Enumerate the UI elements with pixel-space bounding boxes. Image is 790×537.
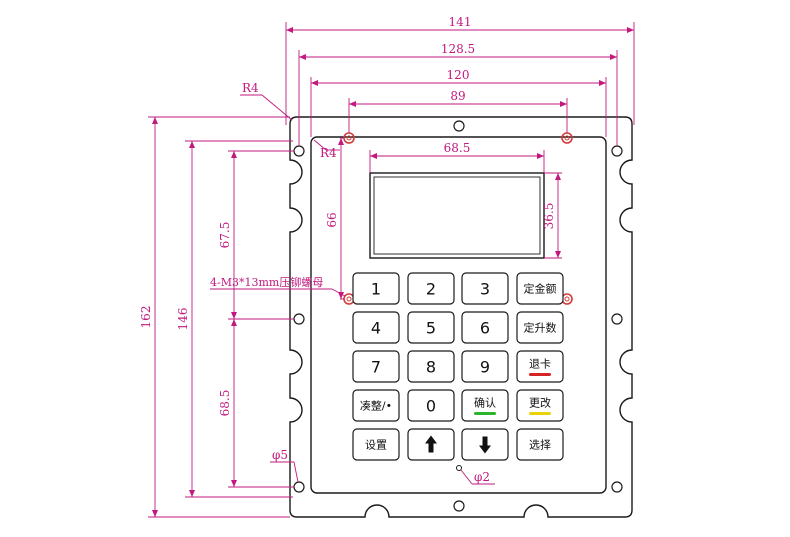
outer-plate-outline — [289, 116, 633, 518]
display-window-outer — [369, 172, 545, 259]
key-r3-c3[interactable]: 9 — [461, 350, 509, 383]
dim-inner-width: 120 — [447, 68, 470, 82]
key-body — [516, 428, 564, 461]
key-label: 定金额 — [524, 282, 557, 296]
key-body — [461, 389, 509, 422]
key-body — [407, 311, 455, 344]
key-body — [461, 350, 509, 383]
stud-marker-top-left — [343, 132, 355, 144]
dim-hole-spacing: 128.5 — [441, 42, 475, 56]
dim-display-width: 68.5 — [444, 141, 471, 155]
small-hole — [456, 465, 462, 471]
key-r3-c4[interactable]: 退卡 — [516, 350, 564, 383]
key-body — [516, 311, 564, 344]
dim-stud-spacing: 89 — [450, 89, 465, 103]
key-label: 7 — [371, 358, 381, 377]
key-body — [352, 428, 400, 461]
key-r5-c3[interactable] — [461, 428, 509, 461]
key-label: 4 — [371, 319, 381, 338]
key-r2-c3[interactable]: 6 — [461, 311, 509, 344]
mounting-hole-mid-right — [611, 313, 623, 325]
key-r4-c2[interactable]: 0 — [407, 389, 455, 422]
dimension-lines — [148, 22, 635, 518]
key-label: 确认 — [474, 397, 496, 410]
key-body — [461, 311, 509, 344]
dim-overall-width: 141 — [449, 15, 472, 29]
key-body — [407, 272, 455, 305]
inner-panel-outline — [310, 136, 607, 494]
key-r3-c1[interactable]: 7 — [352, 350, 400, 383]
key-r5-c1[interactable]: 设置 — [352, 428, 400, 461]
key-r4-c3[interactable]: 确认 — [461, 389, 509, 422]
key-label: 定升数 — [524, 321, 557, 335]
dim-lower-hole-offset: 68.5 — [218, 390, 232, 417]
key-label: 退卡 — [529, 358, 551, 371]
key-body — [352, 272, 400, 305]
key-color-bar — [529, 373, 551, 376]
key-r2-c2[interactable]: 5 — [407, 311, 455, 344]
key-body — [461, 272, 509, 305]
key-label: 8 — [426, 358, 436, 377]
dim-corner-radius-outer: R4 — [242, 81, 259, 95]
stud-marker-top-right — [561, 132, 573, 144]
dim-corner-radius-inner: R4 — [320, 146, 337, 160]
display-window-inner — [373, 176, 541, 255]
key-body — [352, 389, 400, 422]
mounting-hole-top-left — [293, 145, 305, 157]
mounting-hole-bottom-center — [453, 500, 465, 512]
key-body — [516, 389, 564, 422]
key-body — [352, 311, 400, 344]
key-color-bar — [529, 412, 551, 415]
mounting-hole-bottom-right — [611, 481, 623, 493]
key-r2-c1[interactable]: 4 — [352, 311, 400, 344]
key-label: 2 — [426, 280, 436, 299]
key-label: 6 — [480, 319, 490, 338]
key-r1-c4[interactable]: 定金额 — [516, 272, 564, 305]
key-color-bar — [474, 412, 496, 415]
dim-display-height: 36.5 — [542, 203, 556, 230]
key-r5-c4[interactable]: 选择 — [516, 428, 564, 461]
key-r1-c1[interactable]: 1 — [352, 272, 400, 305]
key-label: 1 — [371, 280, 381, 299]
key-body — [516, 272, 564, 305]
key-label: 5 — [426, 319, 436, 338]
key-label: 9 — [480, 358, 490, 377]
key-r2-c4[interactable]: 定升数 — [516, 311, 564, 344]
key-label: 设置 — [365, 439, 387, 452]
key-label: 3 — [480, 280, 490, 299]
key-r4-c4[interactable]: 更改 — [516, 389, 564, 422]
key-r5-c2[interactable] — [407, 428, 455, 461]
key-label: 凑整/• — [360, 399, 392, 413]
dim-hole-vertical: 146 — [176, 308, 190, 331]
dim-small-hole-dia: φ2 — [474, 470, 490, 484]
key-r1-c2[interactable]: 2 — [407, 272, 455, 305]
dim-stud-vertical: 66 — [325, 212, 339, 227]
key-label: 更改 — [529, 396, 551, 410]
key-r1-c3[interactable]: 3 — [461, 272, 509, 305]
key-label: 0 — [426, 397, 436, 416]
mounting-hole-bottom-left — [293, 481, 305, 493]
dim-overall-height: 162 — [139, 306, 153, 329]
mounting-hole-top-right — [611, 145, 623, 157]
dim-hole-dia: φ5 — [272, 448, 288, 462]
arrow-down-icon — [479, 436, 491, 454]
dim-stud-note: 4-M3*13mm压铆螺母 — [210, 275, 323, 289]
key-body — [407, 350, 455, 383]
mounting-hole-top-center — [453, 120, 465, 132]
arrow-up-icon — [425, 435, 437, 453]
key-body — [407, 389, 455, 422]
key-body — [516, 350, 564, 383]
key-r4-c1[interactable]: 凑整/• — [352, 389, 400, 422]
key-r3-c2[interactable]: 8 — [407, 350, 455, 383]
key-body — [352, 350, 400, 383]
mounting-hole-mid-left — [293, 313, 305, 325]
key-label: 选择 — [529, 438, 551, 452]
dim-upper-hole-offset: 67.5 — [218, 222, 232, 249]
